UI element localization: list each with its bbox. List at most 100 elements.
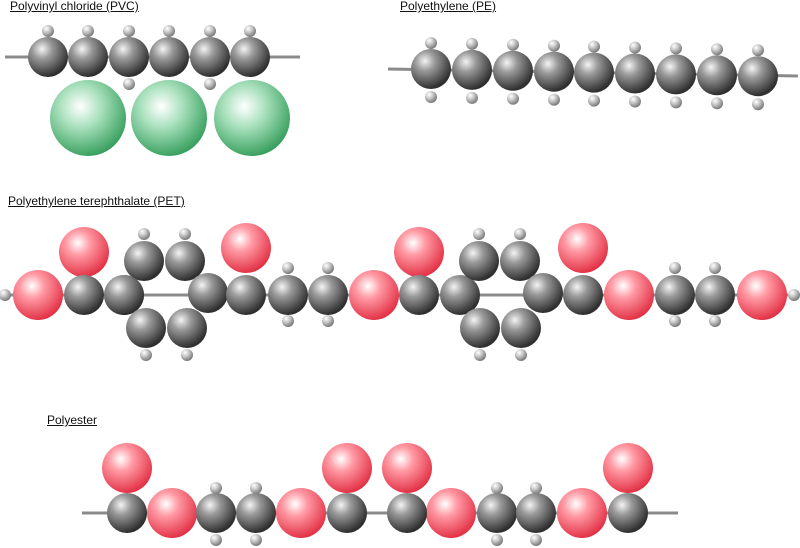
oxygen-atom bbox=[276, 488, 326, 538]
oxygen-atom bbox=[349, 270, 399, 320]
hydrogen-atom bbox=[588, 94, 600, 107]
carbon-atom bbox=[460, 308, 500, 348]
carbon-atom bbox=[126, 308, 166, 348]
carbon-atom bbox=[615, 53, 655, 94]
oxygen-atom bbox=[394, 227, 444, 277]
hydrogen-atom bbox=[82, 25, 94, 37]
oxygen-atom bbox=[13, 270, 63, 320]
hydrogen-atom bbox=[163, 25, 175, 37]
hydrogen-atom bbox=[507, 92, 519, 105]
carbon-atom bbox=[64, 275, 104, 315]
carbon-atom bbox=[165, 241, 205, 281]
carbon-atom bbox=[655, 275, 695, 315]
hydrogen-atom bbox=[123, 78, 135, 90]
carbon-atom bbox=[500, 241, 540, 281]
hydrogen-atom bbox=[425, 91, 437, 103]
hydrogen-atom bbox=[548, 93, 560, 106]
polyester-title: Polyester bbox=[47, 413, 98, 427]
carbon-atom bbox=[190, 37, 230, 77]
oxygen-atom bbox=[558, 223, 608, 273]
hydrogen-atom bbox=[138, 228, 150, 240]
hydrogen-atom bbox=[466, 37, 478, 50]
oxygen-atom bbox=[59, 227, 109, 277]
carbon-atom bbox=[399, 275, 439, 315]
carbon-atom bbox=[104, 275, 144, 315]
carbon-atom bbox=[493, 50, 533, 91]
pet-title: Polyethylene terephthalate (PET) bbox=[8, 194, 185, 208]
hydrogen-atom bbox=[491, 482, 503, 494]
hydrogen-atom bbox=[711, 43, 723, 56]
carbon-atom bbox=[28, 37, 68, 77]
hydrogen-atom bbox=[473, 228, 485, 240]
hydrogen-atom bbox=[669, 262, 681, 274]
oxygen-atom bbox=[102, 443, 152, 493]
hydrogen-atom bbox=[507, 38, 519, 51]
chlorine-atom bbox=[50, 80, 126, 156]
oxygen-atom bbox=[426, 488, 476, 538]
hydrogen-atom bbox=[322, 315, 334, 327]
carbon-atom bbox=[523, 273, 563, 313]
carbon-atom bbox=[268, 275, 308, 315]
hydrogen-atom bbox=[204, 25, 216, 37]
carbon-atom bbox=[459, 241, 499, 281]
pvc-title: Polyvinyl chloride (PVC) bbox=[10, 0, 139, 13]
hydrogen-atom bbox=[210, 482, 222, 494]
oxygen-atom bbox=[604, 270, 654, 320]
carbon-atom bbox=[563, 275, 603, 315]
hydrogen-atom bbox=[670, 42, 682, 55]
chlorine-atom bbox=[131, 80, 207, 156]
hydrogen-atom bbox=[474, 349, 486, 361]
hydrogen-atom bbox=[752, 44, 764, 57]
atom-layer bbox=[0, 25, 800, 546]
carbon-atom bbox=[738, 56, 778, 97]
hydrogen-atom bbox=[669, 315, 681, 327]
hydrogen-atom bbox=[123, 25, 135, 37]
carbon-atom bbox=[68, 37, 108, 77]
hydrogen-atom bbox=[425, 37, 437, 49]
carbon-atom bbox=[656, 54, 696, 95]
hydrogen-atom bbox=[204, 78, 216, 90]
hydrogen-atom bbox=[42, 25, 54, 37]
carbon-atom bbox=[196, 493, 236, 533]
carbon-atom bbox=[107, 493, 147, 533]
hydrogen-atom bbox=[788, 289, 800, 301]
oxygen-atom bbox=[147, 488, 197, 538]
hydrogen-atom bbox=[548, 39, 560, 52]
hydrogen-atom bbox=[250, 482, 262, 494]
hydrogen-atom bbox=[670, 96, 682, 109]
carbon-atom bbox=[124, 241, 164, 281]
hydrogen-atom bbox=[530, 534, 542, 546]
hydrogen-atom bbox=[752, 98, 764, 111]
hydrogen-atom bbox=[140, 349, 152, 361]
carbon-atom bbox=[188, 273, 228, 313]
hydrogen-atom bbox=[210, 534, 222, 546]
hydrogen-atom bbox=[179, 228, 191, 240]
carbon-atom bbox=[167, 308, 207, 348]
carbon-atom bbox=[516, 493, 556, 533]
hydrogen-atom bbox=[322, 262, 334, 274]
carbon-atom bbox=[697, 55, 737, 96]
hydrogen-atom bbox=[711, 97, 723, 110]
hydrogen-atom bbox=[0, 289, 11, 301]
hydrogen-atom bbox=[250, 534, 262, 546]
oxygen-atom bbox=[382, 443, 432, 493]
carbon-atom bbox=[501, 308, 541, 348]
hydrogen-atom bbox=[514, 228, 526, 240]
hydrogen-atom bbox=[282, 262, 294, 274]
carbon-atom bbox=[411, 49, 451, 89]
pe-title: Polyethylene (PE) bbox=[400, 0, 497, 13]
carbon-atom bbox=[477, 493, 517, 533]
oxygen-atom bbox=[603, 443, 653, 493]
carbon-atom bbox=[452, 49, 492, 90]
carbon-atom bbox=[226, 275, 266, 315]
oxygen-atom bbox=[221, 223, 271, 273]
hydrogen-atom bbox=[491, 534, 503, 546]
carbon-atom bbox=[534, 51, 574, 92]
carbon-atom bbox=[695, 275, 735, 315]
hydrogen-atom bbox=[709, 315, 721, 327]
hydrogen-atom bbox=[588, 40, 600, 53]
carbon-atom bbox=[574, 52, 614, 93]
hydrogen-atom bbox=[282, 315, 294, 327]
hydrogen-atom bbox=[244, 25, 256, 37]
